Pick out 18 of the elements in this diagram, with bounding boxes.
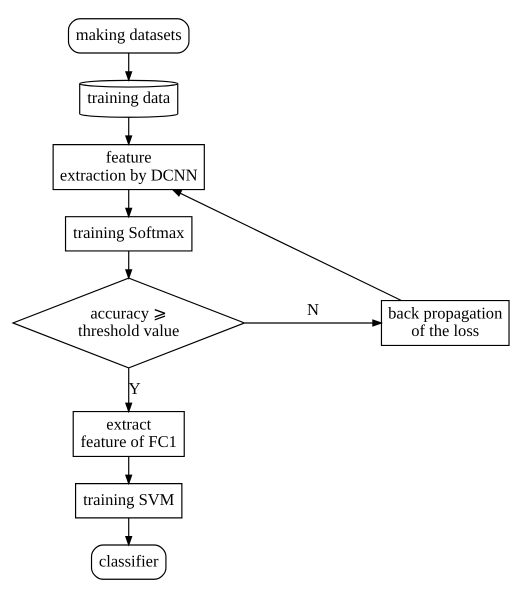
node-box: back propagation of the loss: [380, 300, 510, 346]
edge-label: N: [307, 300, 319, 319]
node-box: training SVM: [74, 483, 182, 518]
node-box: extract feature of FC1: [72, 410, 185, 458]
arrow: [125, 368, 132, 414]
arrow: [125, 117, 132, 146]
arrow: [125, 456, 132, 486]
arrow: [125, 53, 132, 82]
node-box: training Softmax: [64, 216, 192, 252]
node-diamond: accuracy ⩾ threshold value: [11, 277, 246, 368]
node-box: classifier: [90, 544, 167, 580]
arrow: [125, 518, 132, 547]
arrow: [125, 190, 132, 218]
node-box: making datasets: [68, 18, 190, 54]
node-box: feature extraction by DCNN: [52, 144, 205, 190]
arrow: [244, 319, 383, 327]
arrow: [171, 188, 402, 301]
arrow: [125, 251, 132, 280]
